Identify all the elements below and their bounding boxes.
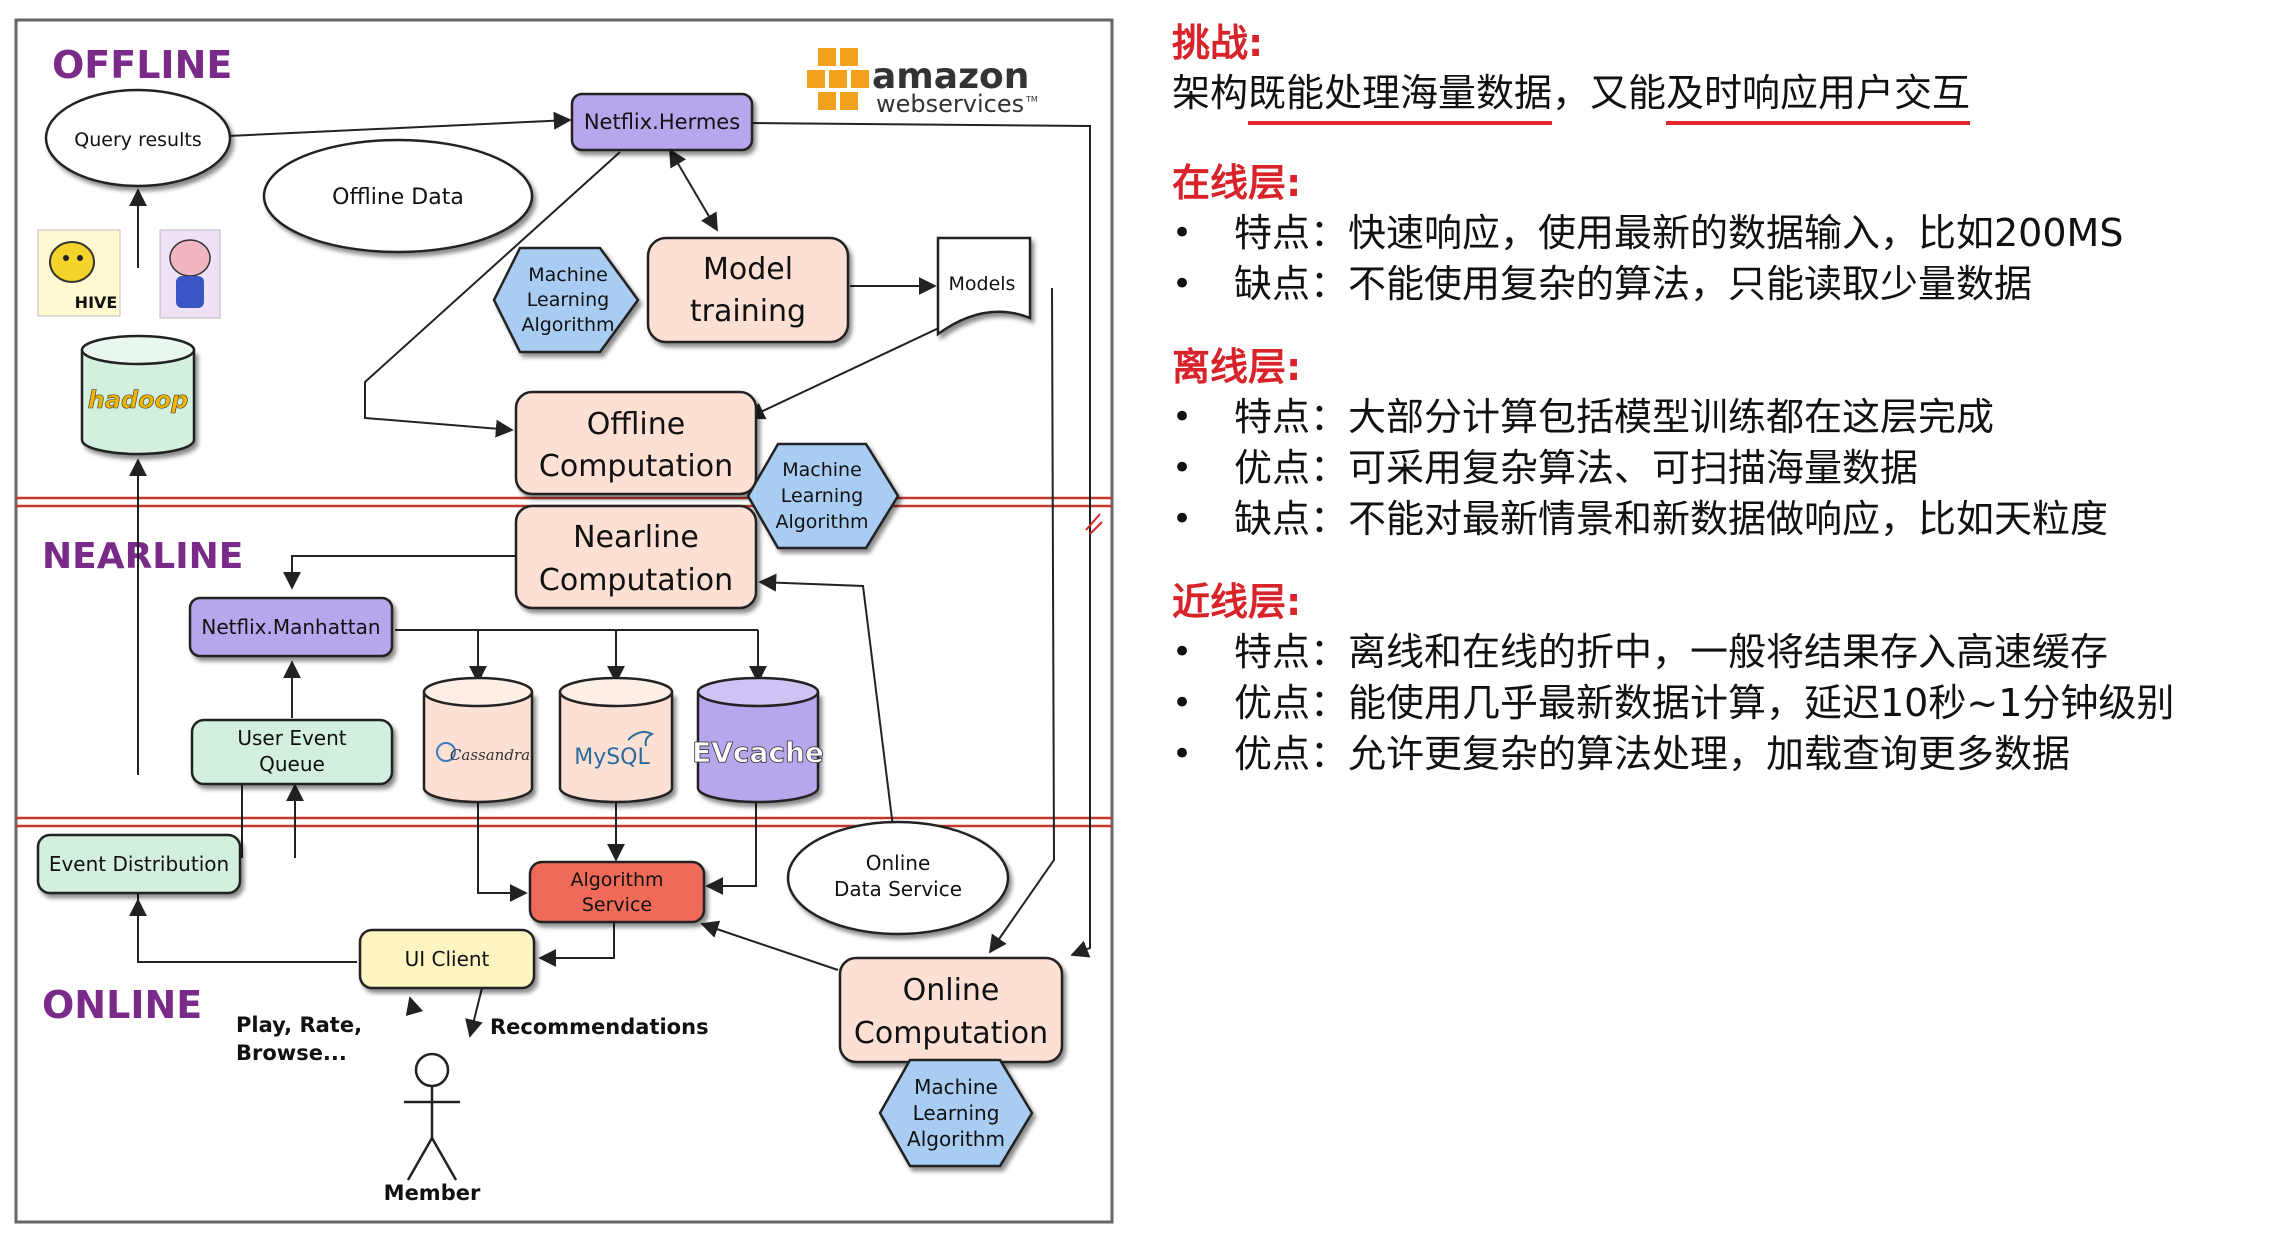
node-nearline-computation-line2: Computation (539, 563, 733, 598)
node-models-document: Models (936, 236, 1032, 337)
aws-logo-word-webservices: webservices (876, 90, 1024, 118)
label-recommendations: Recommendations (490, 1015, 709, 1039)
challenge-text-mid: ，又能 (1552, 71, 1667, 115)
node-ml-online-line3: Algorithm (907, 1127, 1005, 1151)
aws-logo: amazon webservices TM (807, 48, 1038, 118)
node-model-training-line2: training (690, 294, 806, 329)
node-netflix-manhattan: Netflix.Manhattan (188, 596, 394, 658)
architecture-diagram: OFFLINE NEARLINE ONLINE amazon webservic… (14, 18, 1114, 1224)
online-layer-title: 在线层: (1172, 161, 1302, 205)
node-cassandra-label: Cassandra (450, 746, 530, 764)
offline-layer-item: 特点：大部分计算包括模型训练都在这层完成 (1172, 392, 2272, 443)
nearline-layer-item: 优点：能使用几乎最新数据计算，延迟10秒~1分钟级别 (1172, 678, 2272, 729)
node-offline-computation-line1: Offline (587, 407, 685, 442)
node-ml-top-line2: Learning (527, 289, 610, 311)
node-query-results-label: Query results (74, 129, 201, 151)
member-stick-figure-icon (404, 1052, 460, 1181)
node-online-computation-line2: Computation (854, 1016, 1048, 1051)
node-model-training-line1: Model (703, 252, 793, 287)
nearline-layer-item: 特点：离线和在线的折中，一般将结果存入高速缓存 (1172, 627, 2272, 678)
node-online-data-service-line1: Online (866, 851, 931, 875)
aws-logo-tm: TM (1025, 95, 1038, 104)
node-online-computation-line1: Online (903, 973, 1000, 1008)
node-ui-client-label: UI Client (405, 947, 490, 971)
layer-label-online: ONLINE (42, 983, 202, 1027)
node-offline-computation: Offline Computation (514, 390, 758, 496)
nearline-layer-title: 近线层: (1172, 580, 1302, 624)
node-ml-offline-line1: Machine (782, 459, 862, 481)
node-ml-top-line1: Machine (528, 264, 608, 286)
node-user-event-queue-line1: User Event (237, 726, 346, 750)
node-ui-client: UI Client (358, 928, 536, 990)
aws-logo-word-amazon: amazon (872, 56, 1029, 97)
pig-logo-icon (159, 229, 221, 319)
node-cassandra-db: Cassandra (422, 676, 534, 804)
layer-label-nearline: NEARLINE (42, 536, 243, 577)
notes-panel: 挑战: 架构既能处理海量数据，又能及时响应用户交互 在线层: 特点：快速响应，使… (1172, 18, 2272, 780)
node-offline-data-label: Offline Data (332, 185, 464, 210)
node-offline-data: Offline Data (262, 138, 534, 254)
node-ml-online-line1: Machine (914, 1075, 998, 1099)
node-ml-online-line2: Learning (913, 1101, 1000, 1125)
cassandra-eye-icon (436, 742, 456, 762)
node-nearline-computation-line1: Nearline (573, 520, 699, 555)
node-user-event-queue: User Event Queue (190, 718, 394, 786)
challenge-underline-1: 既能处理海量数据 (1248, 71, 1553, 125)
node-evcache: EVcache (692, 676, 824, 804)
offline-layer-item: 缺点：不能对最新情景和新数据做响应，比如天粒度 (1172, 494, 2272, 545)
challenge-text: 架构既能处理海量数据，又能及时响应用户交互 (1172, 68, 2272, 125)
node-algorithm-service-line1: Algorithm (570, 869, 663, 891)
node-evcache-label: EVcache (692, 736, 824, 769)
hive-logo: HIVE (37, 229, 121, 317)
node-mysql-db: MySQL (558, 676, 674, 804)
node-ml-offline-line3: Algorithm (775, 511, 868, 533)
node-netflix-hermes: Netflix.Hermes (570, 92, 754, 152)
node-ml-algorithm-offline: Machine Learning Algorithm (746, 442, 900, 550)
offline-layer-item: 优点：可采用复杂算法、可扫描海量数据 (1172, 443, 2272, 494)
mysql-dolphin-icon (627, 731, 655, 747)
node-algorithm-service-line2: Service (582, 894, 652, 916)
online-layer-item: 缺点：不能使用复杂的算法，只能读取少量数据 (1172, 259, 2272, 310)
node-event-distribution-label: Event Distribution (49, 852, 229, 876)
node-event-distribution: Event Distribution (36, 833, 242, 895)
node-offline-computation-line2: Computation (539, 449, 733, 484)
hive-logo-label: HIVE (75, 293, 118, 312)
online-layer-item: 特点：快速响应，使用最新的数据输入，比如200MS (1172, 208, 2272, 259)
node-netflix-hermes-label: Netflix.Hermes (584, 110, 740, 134)
layer-label-offline: OFFLINE (52, 43, 232, 87)
connectors (129, 111, 1091, 1038)
node-online-computation: Online Computation (838, 956, 1064, 1064)
node-ml-algorithm-top: Machine Learning Algorithm (492, 246, 640, 354)
node-model-training: Model training (646, 236, 850, 344)
nearline-layer-item: 优点：允许更复杂的算法处理，加载查询更多数据 (1172, 729, 2272, 780)
node-online-data-service: Online Data Service (786, 820, 1010, 936)
node-ml-top-line3: Algorithm (521, 314, 614, 336)
node-hadoop-label: hadoop (88, 386, 189, 414)
node-nearline-computation: Nearline Computation (514, 504, 758, 610)
challenge-title: 挑战: (1172, 21, 1264, 65)
node-online-data-service-line2: Data Service (834, 877, 962, 901)
node-user-event-queue-line2: Queue (259, 752, 325, 776)
node-models-label: Models (949, 273, 1016, 295)
challenge-text-pre: 架构 (1172, 71, 1249, 115)
offline-layer-title: 离线层: (1172, 345, 1302, 389)
node-ml-algorithm-online: Machine Learning Algorithm (878, 1058, 1034, 1168)
node-query-results: Query results (44, 88, 232, 188)
challenge-underline-2: 及时响应用户交互 (1666, 71, 1971, 125)
node-algorithm-service: Algorithm Service (528, 860, 706, 924)
red-tick-mark (1085, 513, 1103, 535)
node-ml-offline-line2: Learning (781, 485, 864, 507)
label-play-rate-line1: Play, Rate, (236, 1013, 362, 1037)
node-mysql-label: MySQL (574, 745, 650, 770)
node-hadoop-storage: hadoop (80, 334, 196, 456)
label-play-rate-line2: Browse... (236, 1041, 347, 1065)
label-member: Member (384, 1181, 481, 1205)
node-netflix-manhattan-label: Netflix.Manhattan (201, 615, 380, 639)
